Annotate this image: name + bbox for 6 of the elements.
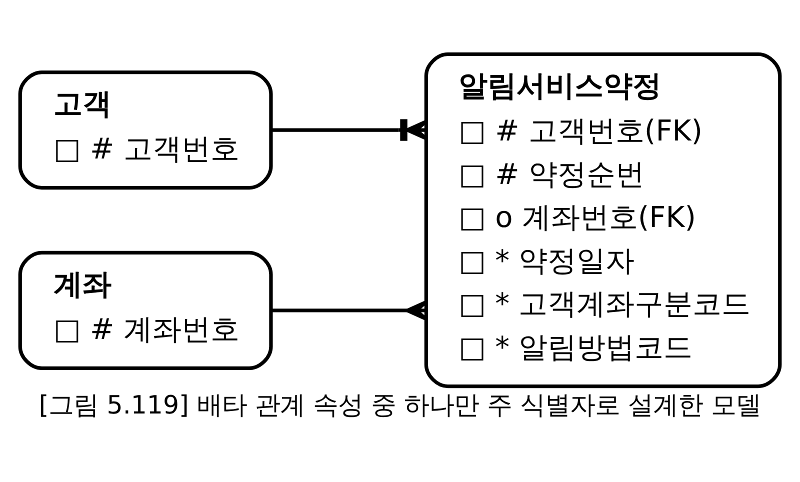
connector xyxy=(271,119,428,141)
node-box: 계좌 □ # 계좌번호 xyxy=(18,250,273,370)
connector xyxy=(271,300,428,320)
node-box: 고객 □ # 고객번호 xyxy=(18,70,273,190)
caption: [그림 5.119] 배타 관계 속성 중 하나만 주 식별자로 설계한 모델 xyxy=(38,390,762,420)
node-box: 알림서비스약정 □ # 고객번호(FK) □ # 약정순번 □ o 계좌번호(FK) □ * 약정일자 □ * 고객계좌구분코드 □ * 알림방법코드 xyxy=(424,52,782,388)
